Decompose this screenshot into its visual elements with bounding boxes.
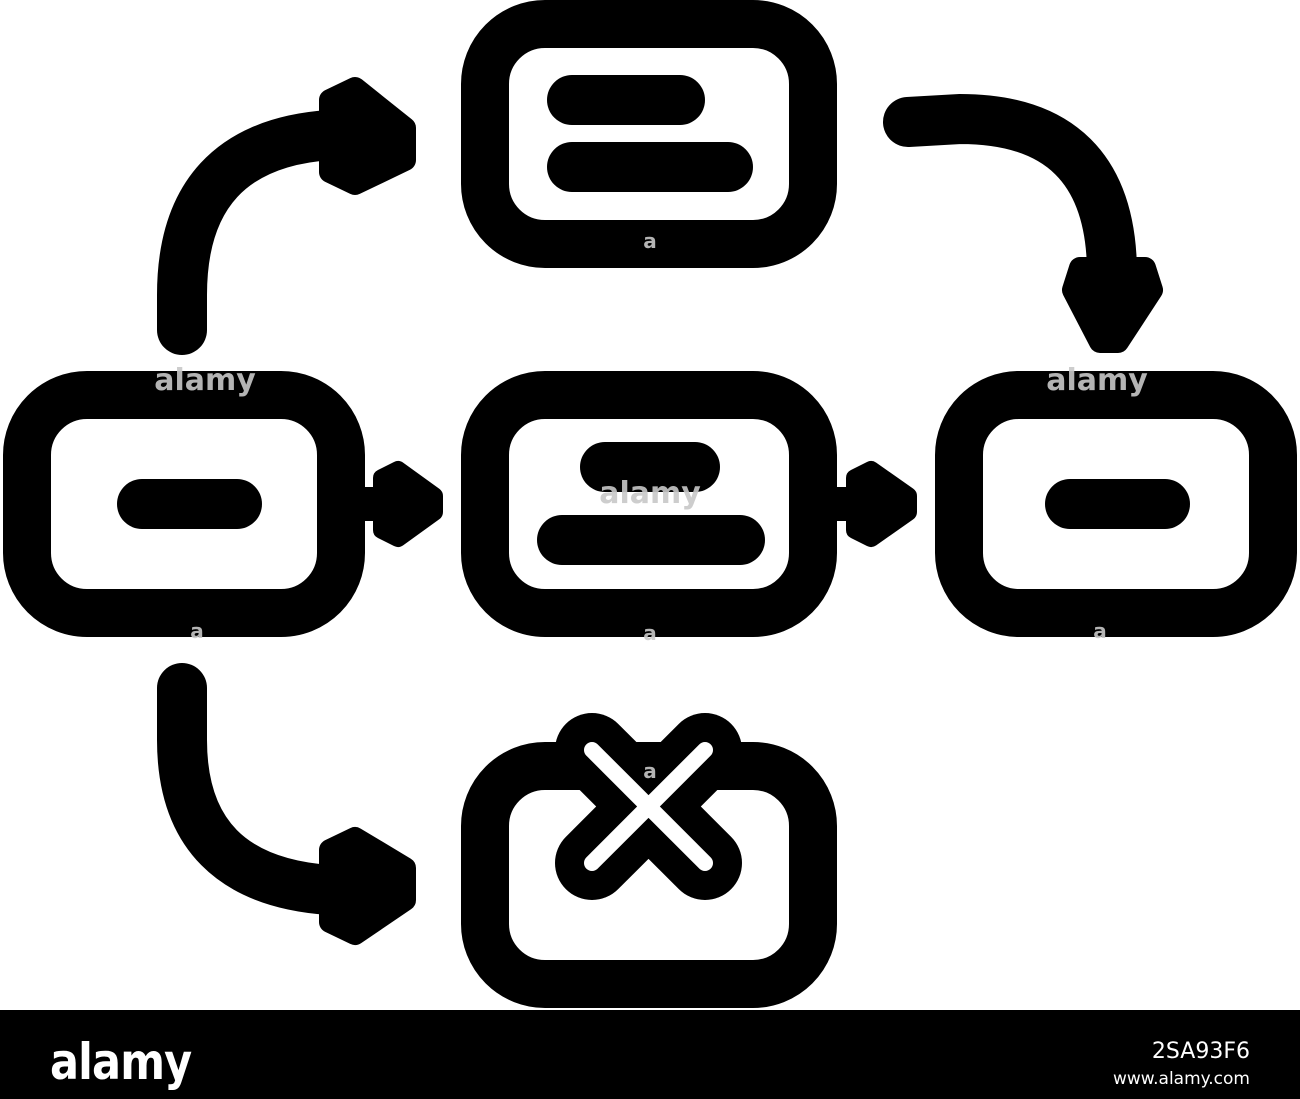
node-top [461,0,837,268]
arrow-left-to-bottom [157,663,416,945]
watermark-letter-center: a [643,621,657,645]
site-url: www.alamy.com [1112,1069,1250,1089]
image-id: 2SA93F6 [1151,1039,1250,1064]
arrow-center-to-right [837,461,917,547]
close-icon [555,713,742,900]
watermark-letter-top: a [643,229,657,253]
watermark-letter-right: a [1093,619,1107,643]
node-right [935,371,1297,637]
alamy-logo: alamy [50,1033,192,1091]
node-left [3,371,365,637]
workflow-diagram-icon: alamy alamy alamy a a a a a [3,0,1297,1008]
watermark-left: alamy [154,363,256,398]
watermark-center: alamy [599,476,701,511]
watermark-letter-bottom: a [643,759,657,783]
node-center [461,371,837,637]
watermark-group: alamy alamy alamy a a a a a [154,229,1148,783]
watermark-letter-left: a [190,619,204,643]
arrow-top-to-right [883,93,1163,353]
watermark-right: alamy [1046,363,1148,398]
arrow-left-to-center [365,461,443,547]
arrow-left-to-top [157,77,416,355]
node-bottom [461,713,837,1008]
footer-bar: alamy 2SA93F6 www.alamy.com [0,1010,1300,1099]
